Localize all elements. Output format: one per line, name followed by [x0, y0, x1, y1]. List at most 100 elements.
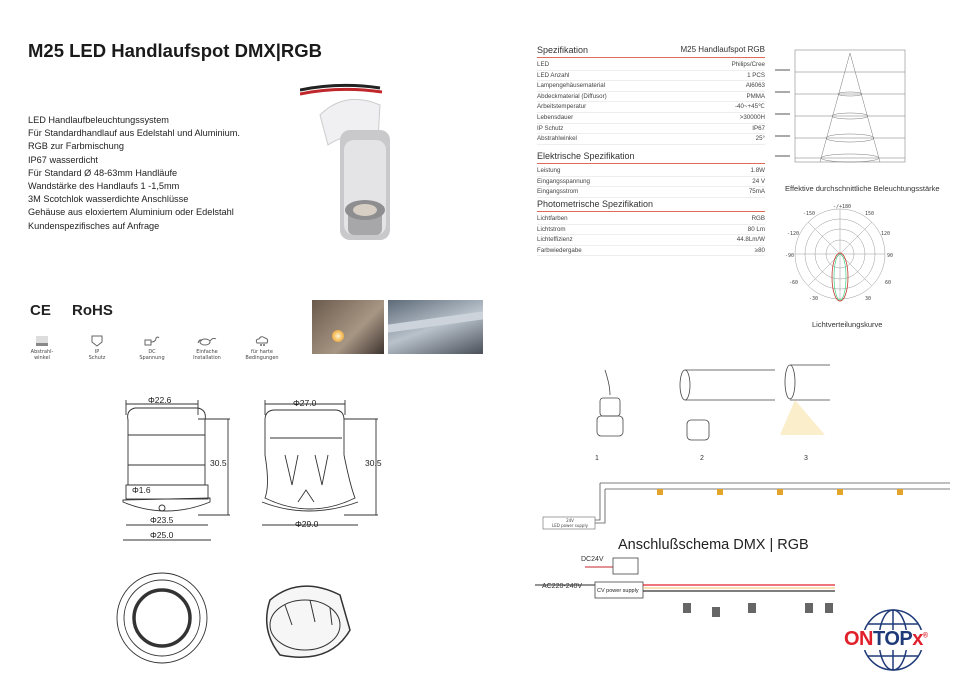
description-line: RGB zur Farbmischung	[28, 141, 124, 152]
spec-key: Farbwiedergabe	[537, 246, 582, 254]
spec-row: Leistung 1.8W	[537, 166, 765, 177]
spec-key: LED Anzahl	[537, 71, 570, 79]
polar-angle-label: 30	[865, 296, 871, 302]
spec-title: Spezifikation	[537, 45, 589, 55]
ce-mark: CE	[30, 302, 51, 319]
polar-angle-label: -120	[787, 231, 799, 237]
description-line: LED Handlaufbeleuchtungssystem	[28, 115, 169, 125]
polar-angle-label: -30	[809, 296, 818, 302]
polar-angle-label: 60	[885, 280, 891, 286]
ip-shield-icon	[91, 335, 103, 347]
spec-row: Lichteffizienz 44.8Lm/W	[537, 235, 765, 246]
photometric-table: Photometrische Spezifikation Lichtfarben…	[537, 199, 765, 257]
spec-key: Lampengehäusematerial	[537, 82, 606, 90]
spec-value: 44.8Lm/W	[736, 236, 765, 244]
cv-psu-label: CV power supply	[597, 588, 639, 594]
spec-key: IP Schutz	[537, 124, 564, 132]
globe-icon	[840, 609, 950, 671]
dim-height-right: 30.5	[365, 458, 382, 468]
spec-value: 80 Lm	[747, 225, 765, 233]
description-line: 3M Scotchlok wasserdichte Anschlüsse	[28, 194, 189, 205]
dim-height-left: 30.5	[210, 458, 227, 468]
spec-value: >30000H	[739, 113, 765, 121]
spec-row: Arbeitstemperatur-40~+45℃	[537, 102, 765, 113]
polar-angle-label: 150	[865, 211, 874, 217]
spec-value: Philips/Cree	[731, 61, 765, 68]
description-line: Wandstärke des Handlaufs 1 -1,5mm	[28, 181, 180, 192]
spec-key: Arbeitstemperatur	[537, 103, 587, 111]
spec-key: Lichtstrom	[537, 225, 566, 233]
polar-angle-label: -/+180	[833, 204, 851, 210]
spec-key: Eingangsstrom	[537, 188, 579, 196]
illuminance-cone-chart	[775, 49, 906, 163]
electrical-title: Elektrische Spezifikation	[537, 151, 635, 161]
photometric-title: Photometrische Spezifikation	[537, 199, 654, 209]
spec-value: 25°	[755, 135, 765, 143]
step-label: 2	[700, 455, 704, 462]
spec-value: 75mA	[748, 188, 765, 196]
feature-beam-angle: Abstrahl-winkel	[17, 335, 67, 361]
spec-value: IP67	[752, 124, 765, 132]
spec-value: ≥80	[754, 246, 765, 254]
spec-row: Lebensdauer >30000H	[537, 113, 765, 124]
spec-key: Lichteffizienz	[537, 236, 573, 244]
step-label: 3	[804, 455, 808, 462]
spec-key: Abstrahlwinkel	[537, 135, 577, 143]
wiring-title: Anschlußschema DMX | RGB	[618, 537, 809, 553]
spec-key: Leistung	[537, 167, 561, 174]
spec-row: Farbwiedergabe ≥80	[537, 246, 765, 257]
step-label: 1	[595, 455, 599, 462]
polar-caption: Lichtverteilungskurve	[812, 320, 883, 329]
spec-row: Abdeckmaterial (Diffusor) PMMA	[537, 92, 765, 103]
dim-mid-left: Φ23.5	[150, 515, 174, 525]
spec-row: Lichtstrom 80 Lm	[537, 225, 765, 236]
installation-steps	[596, 364, 830, 441]
dim-top-right: Φ27.0	[293, 398, 317, 408]
dim-top-left: Φ22.6	[148, 395, 172, 405]
description-line: Für Standardhandlauf aus Edelstahl und A…	[28, 128, 240, 139]
polar-angle-label: -60	[789, 280, 798, 286]
dim-bottom-left: Φ25.0	[150, 530, 174, 540]
product-image	[300, 83, 390, 240]
application-photo-2	[388, 300, 483, 354]
rail-diagram	[542, 482, 950, 530]
polar-angle-label: -150	[803, 211, 815, 217]
ac-label: AC220-240V	[542, 583, 583, 590]
polar-angle-label: -90	[785, 253, 794, 259]
spec-value: RGB	[751, 215, 765, 222]
spec-key: Abdeckmaterial (Diffusor)	[537, 92, 607, 100]
spec-row: Abstrahlwinkel 25°	[537, 134, 765, 145]
polar-angle-label: 120	[881, 231, 890, 237]
spec-key: Eingangsspannung	[537, 177, 590, 185]
description-line: Gehäuse aus eloxiertem Aluminium oder Ed…	[28, 207, 234, 218]
spec-value: 1.8W	[750, 167, 765, 174]
spec-key: Lebensdauer	[537, 113, 574, 121]
application-photo-1	[312, 300, 384, 354]
spec-row: IP Schutz IP67	[537, 124, 765, 135]
weather-icon	[255, 336, 269, 346]
electrical-table: Elektrische Spezifikation Leistung 1.8W Ei…	[537, 151, 765, 198]
description-line: Kundenspezifisches auf Anfrage	[28, 220, 160, 231]
beam-angle-icon	[36, 336, 48, 346]
product-views	[116, 572, 351, 664]
wiring-diagram	[535, 557, 835, 617]
spec-product: M25 Handlaufspot RGB	[680, 45, 766, 54]
connector-icon	[197, 337, 217, 346]
spec-row: LED Anzahl 1 PCS	[537, 71, 765, 82]
page-title: M25 LED Handlaufspot DMX|RGB	[28, 40, 322, 61]
spec-value: PMMA	[746, 92, 765, 100]
description-line: IP67 wasserdicht	[28, 154, 98, 165]
dim-hole: Φ1.6	[132, 485, 151, 495]
ontopx-logo: ONTOPx®	[838, 608, 953, 672]
dc-label: DC24V	[581, 556, 604, 563]
spec-value: 1 PCS	[747, 71, 765, 79]
